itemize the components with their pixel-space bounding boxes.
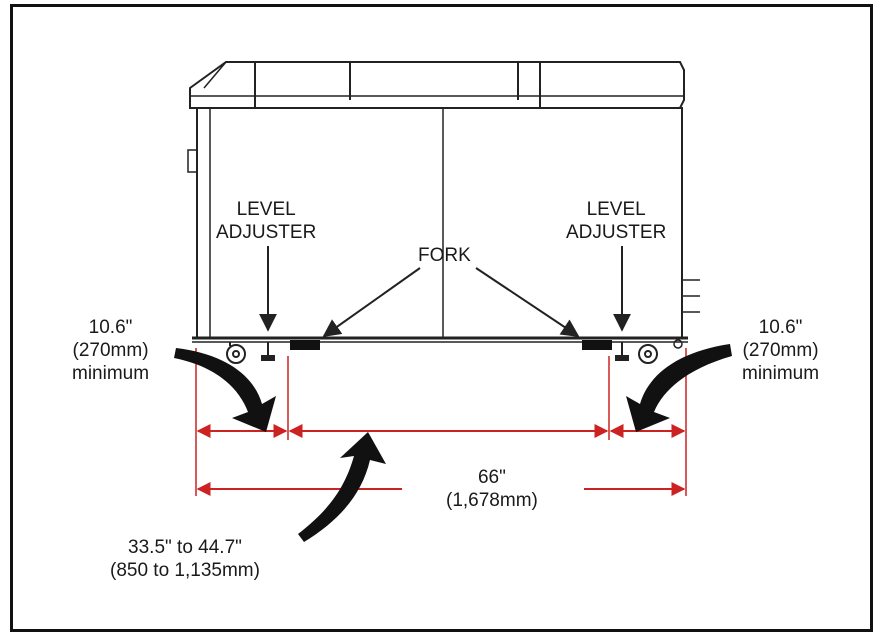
- dimension-extension-lines: [195, 348, 687, 496]
- fork-span-label: 33.5" to 44.7" (850 to 1,135mm): [110, 537, 260, 581]
- clearance-label-right: 10.6" (270mm) minimum: [742, 317, 820, 384]
- cabinet-canopy: [189, 61, 685, 109]
- fork-pocket-right: [582, 340, 612, 350]
- clearance-label-left: 10.6" (270mm) minimum: [72, 317, 150, 384]
- curved-arrow-bottom: [298, 432, 386, 542]
- fork-pointers: [322, 267, 580, 338]
- level-adjuster-foot-left: [261, 342, 275, 361]
- cabinet-base: [192, 336, 688, 343]
- curved-arrow-left: [174, 348, 276, 432]
- level-adjuster-pointers: [259, 246, 631, 332]
- level-adjuster-label-left: LEVEL ADJUSTER: [216, 199, 317, 243]
- fork-pocket-left: [290, 340, 320, 350]
- curved-arrow-right: [626, 344, 732, 432]
- dimension-lines: [196, 424, 686, 496]
- level-adjuster-label-right: LEVEL ADJUSTER: [566, 199, 667, 243]
- fork-label: FORK: [418, 245, 471, 266]
- caster-left: [226, 342, 246, 364]
- caster-right: [638, 339, 683, 364]
- level-adjuster-foot-right: [615, 342, 629, 361]
- overall-width-label: 66" (1,678mm): [446, 467, 538, 511]
